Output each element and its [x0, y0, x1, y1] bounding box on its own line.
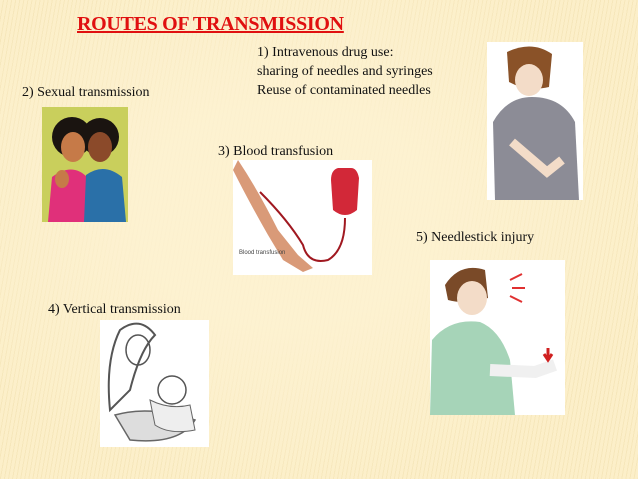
iv-drug-user-illustration: [487, 42, 583, 200]
blood-transfusion-caption: Blood transfusion: [239, 250, 285, 256]
route-vertical-label: 4) Vertical transmission: [48, 302, 181, 317]
route-sexual-label: 2) Sexual transmission: [22, 85, 150, 100]
slide-title: ROUTES OF TRANSMISSION: [77, 13, 344, 35]
mother-child-illustration: [100, 320, 209, 447]
route-needlestick-label: 5) Needlestick injury: [416, 230, 535, 245]
needlestick-injury-illustration: [430, 260, 565, 415]
route-iv-detail-1: sharing of needles and syringes: [257, 64, 433, 79]
blood-transfusion-illustration: Blood transfusion: [233, 160, 372, 275]
route-blood-label: 3) Blood transfusion: [218, 144, 334, 159]
route-iv-detail-2: Reuse of contaminated needles: [257, 83, 431, 98]
route-iv-heading: 1) Intravenous drug use:: [257, 45, 394, 60]
couple-illustration: [42, 107, 128, 222]
